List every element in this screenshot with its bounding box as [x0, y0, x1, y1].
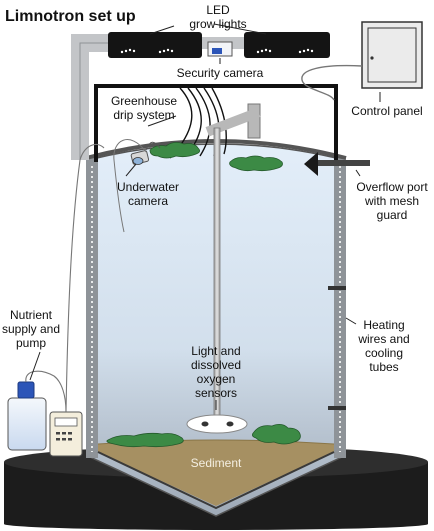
- light-and-oxygen-sensors: [186, 414, 248, 434]
- sensor-mast: [205, 103, 261, 423]
- surface-algae: [149, 142, 283, 172]
- led-grow-light-right: [244, 32, 330, 58]
- led-label-line-1: LED: [206, 3, 230, 17]
- underwater-label-line-2: camera: [127, 194, 168, 208]
- greenhouse-label-line-1: Greenhouse: [110, 94, 178, 108]
- heating-label-line-1: Heating: [363, 318, 405, 332]
- heating-label-line-4: tubes: [369, 360, 399, 374]
- nutrient-supply-label: Nutrient supply and pump: [0, 308, 62, 350]
- underwater-camera-label: Underwater camera: [108, 180, 188, 208]
- sensors-label-line-1: Light and: [191, 344, 241, 358]
- control-panel-icon: [361, 21, 423, 89]
- led-label-line-2: grow lights: [189, 17, 247, 31]
- security-camera-label: Security camera: [176, 66, 264, 80]
- drip-system-frame: [94, 84, 338, 162]
- nutrient-pump: [49, 411, 83, 457]
- nutrient-bottle: [7, 381, 47, 451]
- sensors-label-line-4: sensors: [194, 386, 238, 400]
- control-cable: [301, 64, 363, 101]
- overflow-label-line-2: with mesh: [364, 194, 420, 208]
- heating-label-line-2: wires and: [358, 332, 410, 346]
- camera-cable: [113, 139, 147, 233]
- led-grow-light-left: [108, 32, 202, 58]
- bottom-algae: [106, 424, 301, 448]
- underwater-label-line-1: Underwater: [116, 180, 180, 194]
- overflow-port: [304, 152, 370, 176]
- sensors-label: Light and dissolved oxygen sensors: [156, 344, 276, 400]
- led-grow-lights-label: LED grow lights: [178, 3, 258, 31]
- overflow-port-label: Overflow port with mesh guard: [350, 180, 434, 222]
- overflow-label-line-3: guard: [376, 208, 408, 222]
- nutrient-label-line-3: pump: [15, 336, 47, 350]
- security-camera-icon: [207, 41, 233, 57]
- nutrient-tubing: [25, 143, 105, 413]
- heating-wires-label: Heating wires and cooling tubes: [352, 318, 416, 374]
- diagram-title: Limnotron set up: [5, 8, 136, 25]
- overflow-label-line-1: Overflow port: [356, 180, 428, 194]
- sensors-label-line-3: oxygen: [196, 372, 236, 386]
- control-panel-label: Control panel: [351, 104, 423, 118]
- underwater-camera-icon: [130, 141, 161, 165]
- nutrient-label-line-2: supply and: [1, 322, 61, 336]
- nutrient-label-line-1: Nutrient: [9, 308, 53, 322]
- heating-label-line-3: cooling: [364, 346, 404, 360]
- greenhouse-label-line-2: drip system: [113, 108, 175, 122]
- sediment-label: Sediment: [190, 456, 242, 470]
- sediment-layer: [98, 440, 334, 506]
- cooling-tube-clamps: [328, 286, 346, 410]
- leader-lines: [29, 23, 381, 410]
- sensors-label-line-2: dissolved: [190, 358, 242, 372]
- greenhouse-drip-system-label: Greenhouse drip system: [100, 94, 188, 122]
